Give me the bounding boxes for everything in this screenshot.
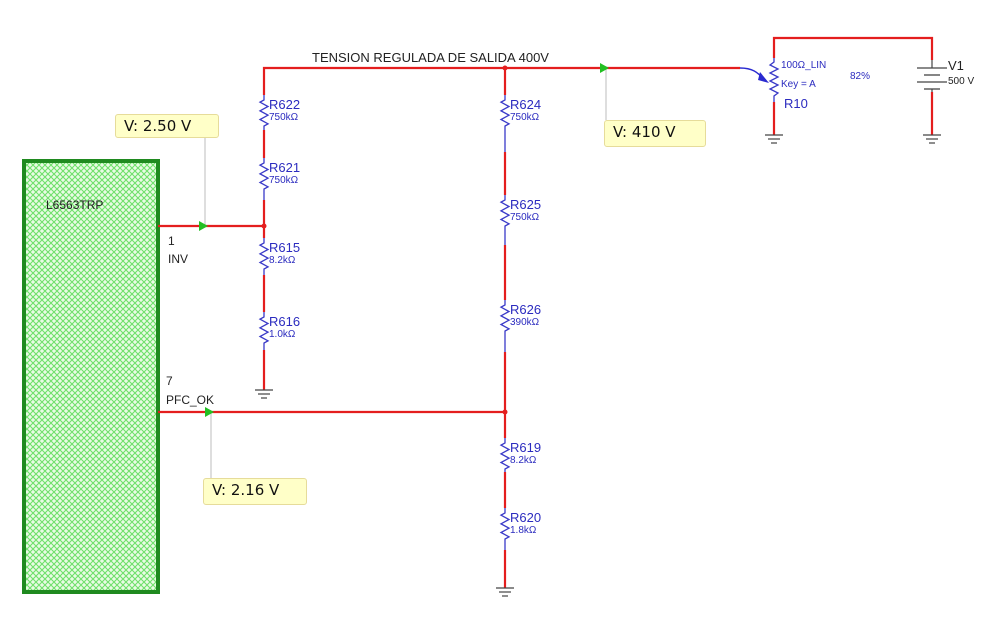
resistor-r624-ref: R624	[510, 97, 541, 112]
resistor-r620-ref: R620	[510, 510, 541, 525]
ground-left-icon	[255, 389, 273, 399]
pin-7-number: 7	[166, 374, 173, 388]
resistor-r625-ref: R625	[510, 197, 541, 212]
resistor-r622-value: 750kΩ	[269, 112, 299, 123]
v1-value: 500 V	[948, 76, 974, 87]
wire-top-loop[interactable]	[772, 36, 934, 60]
pin-1-number: 1	[168, 234, 175, 248]
resistor-r620[interactable]	[499, 508, 511, 550]
pin-7-name: PFC_OK	[166, 393, 214, 407]
resistor-r616[interactable]	[258, 312, 270, 350]
r10-setting[interactable]: 82%	[850, 71, 870, 82]
resistor-r626-value: 390kΩ	[510, 317, 540, 328]
resistor-r620-value: 1.8kΩ	[510, 525, 537, 536]
probe-inv-marker-icon[interactable]	[199, 221, 208, 231]
r10-key: Key = A	[781, 79, 816, 90]
resistor-r615-ref: R615	[269, 240, 300, 255]
ground-r10-icon	[765, 134, 783, 144]
resistor-r621-ref: R621	[269, 160, 300, 175]
resistor-r621-value: 750kΩ	[269, 175, 299, 186]
resistor-r624[interactable]	[499, 95, 511, 152]
junction-inv	[261, 223, 267, 229]
resistor-r619-ref: R619	[510, 440, 541, 455]
probe-output-marker-icon[interactable]	[600, 63, 609, 73]
junction-pfc-ok	[502, 409, 508, 415]
resistor-r622[interactable]	[258, 95, 270, 130]
resistor-r625-value: 750kΩ	[510, 212, 540, 223]
resistor-r621[interactable]	[258, 158, 270, 200]
resistor-r625[interactable]	[499, 195, 511, 245]
v1-ref: V1	[948, 58, 964, 73]
ground-right-icon	[496, 587, 514, 597]
resistor-r619-value: 8.2kΩ	[510, 455, 537, 466]
ground-v1-icon	[923, 134, 941, 144]
resistor-r616-value: 1.0kΩ	[269, 329, 296, 340]
wire-output-rail[interactable]	[262, 66, 740, 95]
probe-output-label[interactable]: V: 410 V	[604, 120, 706, 147]
resistor-r619[interactable]	[499, 438, 511, 472]
resistor-r615-value: 8.2kΩ	[269, 255, 296, 266]
resistor-r626-ref: R626	[510, 302, 541, 317]
resistor-r615[interactable]	[258, 238, 270, 275]
ic-name-label: L6563TRP	[46, 198, 103, 212]
ic-l6563trp[interactable]	[22, 159, 160, 594]
r10-value: 100Ω_LIN	[781, 60, 826, 71]
resistor-r622-ref: R622	[269, 97, 300, 112]
r10-ref: R10	[784, 96, 808, 111]
potentiometer-r10[interactable]	[768, 58, 780, 102]
pin-1-name: INV	[168, 252, 188, 266]
resistor-r624-value: 750kΩ	[510, 112, 540, 123]
resistor-r626[interactable]	[499, 300, 511, 352]
resistor-r616-ref: R616	[269, 314, 300, 329]
probe-inv-label[interactable]: V: 2.50 V	[115, 114, 219, 138]
junction-top	[502, 65, 508, 71]
net-label-output: TENSION REGULADA DE SALIDA 400V	[312, 50, 549, 65]
battery-v1[interactable]	[917, 60, 947, 92]
probe-pfc-ok-marker-icon[interactable]	[205, 407, 214, 417]
probe-pfc-ok-label[interactable]: V: 2.16 V	[203, 478, 307, 505]
wiper-arrow-icon	[758, 72, 769, 83]
